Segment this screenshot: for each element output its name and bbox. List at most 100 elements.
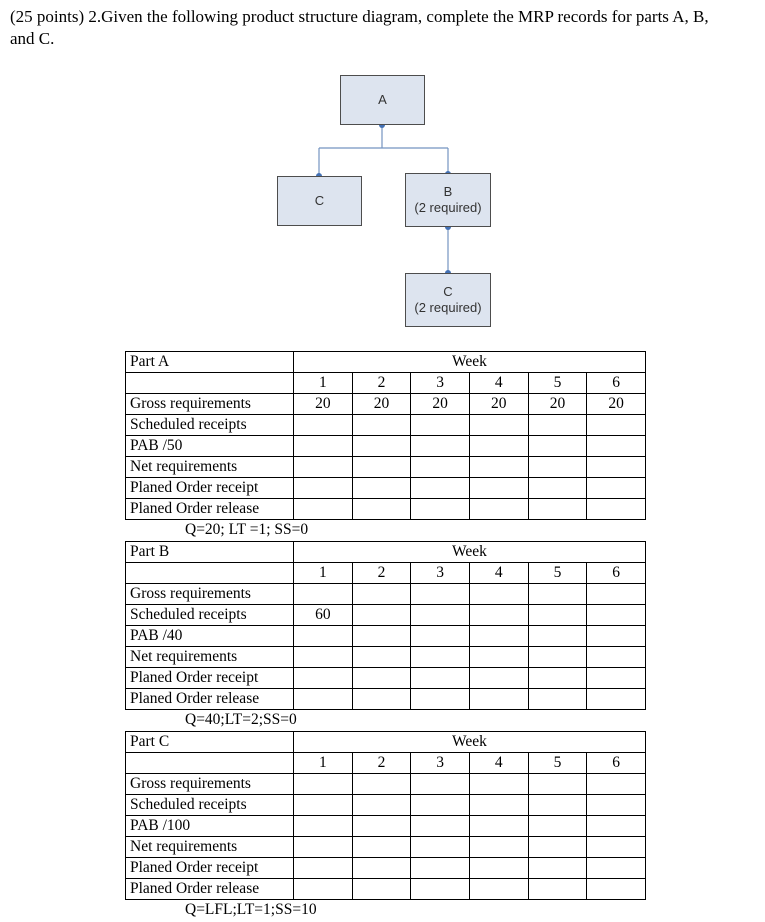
row-label-cell: Net requirements — [125, 456, 294, 478]
node-label: B — [443, 184, 453, 199]
value-cell — [586, 625, 646, 647]
lot-size-note-part-b: Q=40;LT=2;SS=0 — [185, 711, 297, 728]
value-cell — [527, 583, 588, 605]
value-cell — [410, 498, 470, 520]
blank-cell — [125, 752, 294, 774]
value-cell — [410, 414, 470, 436]
value-cell: 20 — [527, 393, 588, 415]
value-cell — [586, 435, 646, 457]
value-cell — [468, 878, 529, 900]
value-cell — [293, 435, 353, 457]
value-cell — [468, 857, 529, 879]
value-cell — [468, 836, 529, 858]
lot-size-note-part-c: Q=LFL;LT=1;SS=10 — [185, 901, 317, 918]
row-label-cell: PAB /40 — [125, 625, 294, 647]
node-label: C — [443, 284, 453, 299]
value-cell — [351, 477, 412, 499]
value-cell — [468, 646, 529, 668]
row-label-cell: Planed Order release — [125, 878, 294, 900]
value-cell: 20 — [468, 393, 529, 415]
value-cell — [410, 815, 470, 837]
value-cell — [351, 688, 412, 710]
value-cell — [468, 625, 529, 647]
value-cell — [468, 477, 529, 499]
value-cell — [586, 498, 646, 520]
value-cell: 20 — [586, 393, 646, 415]
value-cell — [468, 794, 529, 816]
value-cell — [410, 435, 470, 457]
week-number-cell: 6 — [586, 372, 646, 394]
diagram-node-b: B (2 required) — [405, 173, 491, 227]
value-cell — [410, 456, 470, 478]
row-label-cell: PAB /100 — [125, 815, 294, 837]
value-cell — [351, 667, 412, 689]
value-cell — [468, 498, 529, 520]
value-cell: 60 — [293, 604, 353, 626]
week-number-cell: 1 — [293, 752, 353, 774]
diagram-node-c: C — [277, 176, 362, 226]
week-number-cell: 3 — [410, 372, 470, 394]
value-cell — [351, 773, 412, 795]
value-cell — [410, 625, 470, 647]
value-cell — [468, 688, 529, 710]
part-label-cell: Part C — [125, 731, 294, 753]
value-cell — [351, 414, 412, 436]
week-number-cell: 3 — [410, 562, 470, 584]
lot-size-note-part-a: Q=20; LT =1; SS=0 — [185, 521, 309, 538]
value-cell — [293, 836, 353, 858]
value-cell — [351, 583, 412, 605]
week-number-cell: 6 — [586, 562, 646, 584]
value-cell — [293, 773, 353, 795]
value-cell — [351, 857, 412, 879]
value-cell — [527, 646, 588, 668]
node-label: C — [314, 193, 325, 208]
value-cell — [586, 857, 646, 879]
value-cell — [293, 878, 353, 900]
value-cell — [468, 815, 529, 837]
row-label-cell: PAB /50 — [125, 435, 294, 457]
row-label-cell: Scheduled receipts — [125, 414, 294, 436]
value-cell — [293, 477, 353, 499]
value-cell — [527, 794, 588, 816]
value-cell — [527, 836, 588, 858]
value-cell — [586, 604, 646, 626]
value-cell — [351, 456, 412, 478]
value-cell — [293, 857, 353, 879]
blank-cell — [125, 372, 294, 394]
value-cell — [410, 794, 470, 816]
diagram-node-a: A — [340, 75, 425, 125]
value-cell — [468, 583, 529, 605]
week-number-cell: 1 — [293, 562, 353, 584]
value-cell — [468, 667, 529, 689]
value-cell — [293, 498, 353, 520]
week-number-cell: 1 — [293, 372, 353, 394]
blank-cell — [125, 562, 294, 584]
value-cell — [351, 646, 412, 668]
value-cell — [351, 625, 412, 647]
value-cell — [468, 456, 529, 478]
value-cell — [527, 414, 588, 436]
week-number-cell: 4 — [468, 752, 529, 774]
value-cell — [293, 625, 353, 647]
week-header-cell: Week — [293, 731, 646, 753]
value-cell — [410, 773, 470, 795]
diagram-node-c-child: C (2 required) — [405, 273, 491, 327]
value-cell — [351, 878, 412, 900]
value-cell — [586, 414, 646, 436]
week-number-cell: 5 — [527, 562, 588, 584]
row-label-cell: Gross requirements — [125, 583, 294, 605]
value-cell — [410, 857, 470, 879]
value-cell — [586, 878, 646, 900]
week-number-cell: 2 — [351, 372, 412, 394]
value-cell — [527, 815, 588, 837]
value-cell — [527, 477, 588, 499]
row-label-cell: Net requirements — [125, 836, 294, 858]
row-label-cell: Scheduled receipts — [125, 794, 294, 816]
value-cell — [586, 836, 646, 858]
value-cell — [468, 435, 529, 457]
part-label-cell: Part B — [125, 541, 294, 563]
